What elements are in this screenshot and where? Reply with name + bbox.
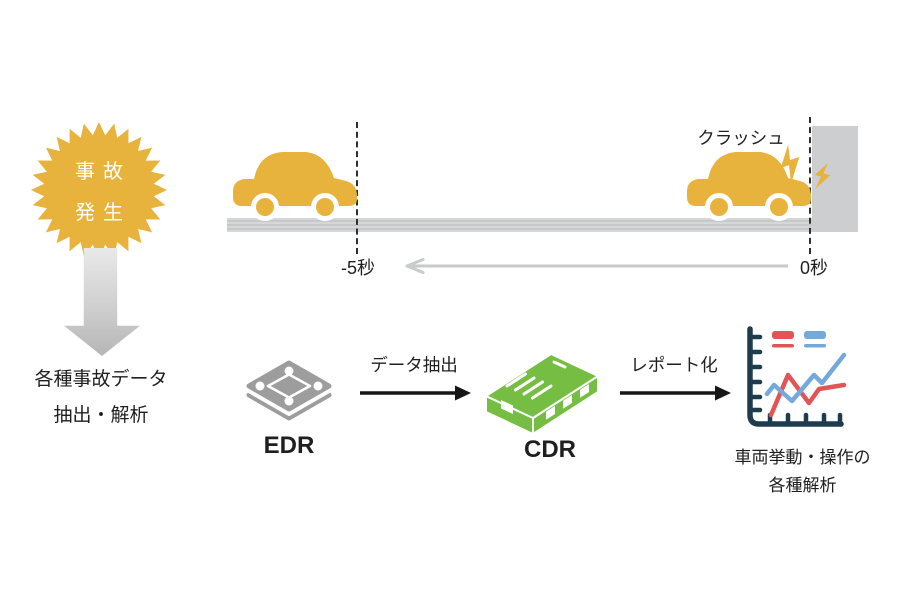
car-body [233,152,357,206]
car-wheel [311,193,339,221]
chart-legend [772,331,826,348]
crash-label: クラッシュ [697,128,785,148]
dashed-line-minus5 [356,122,358,254]
time-zero-label: 0秒 [799,258,828,278]
spark-icon [780,144,800,184]
badge-line1: 事故 [75,161,131,183]
accident-badge: 事故 発生 [30,121,168,259]
badge-line2: 発生 [75,202,131,224]
car-icon-before [233,152,357,221]
accident-data-line2: 抽出・解析 [53,405,149,426]
wall [812,126,858,232]
time-minus5-label: -5秒 [340,258,375,278]
timeline-arrow-icon [405,258,788,274]
accident-burst-icon [30,121,168,259]
step2-label: レポート化 [630,355,718,375]
arrow-right-icon [620,385,731,401]
chart-line-blue [764,352,847,404]
edr-label: EDR [263,432,315,459]
report-chart-icon [747,326,847,427]
car-wheel [705,193,733,221]
cdr-ports [501,384,589,420]
car-icon-crash [687,152,811,221]
car-wheel [251,193,279,221]
accident-data-text: 各種事故データ 抽出・解析 [3,362,199,434]
analysis-result-line2: 各種解析 [768,476,837,495]
car-body [687,152,811,206]
accident-data-line1: 各種事故データ [34,369,168,390]
chart-ticks [747,334,843,427]
step1-label: データ抽出 [370,355,458,375]
cdr-vents [505,360,567,400]
road [227,218,858,232]
car-wheel [765,193,793,221]
cdr-label: CDR [524,436,576,463]
down-arrow-icon [64,248,140,356]
dashed-line-zero [809,117,811,254]
spark-icon [814,162,831,189]
chart-line-red [768,372,847,418]
analysis-result-text: 車両挙動・操作の 各種解析 [710,444,895,500]
arrow-right-icon [360,385,471,401]
cdr-device-icon [485,353,599,435]
edr-device-icon [246,360,332,421]
analysis-result-line1: 車両挙動・操作の [734,448,871,467]
